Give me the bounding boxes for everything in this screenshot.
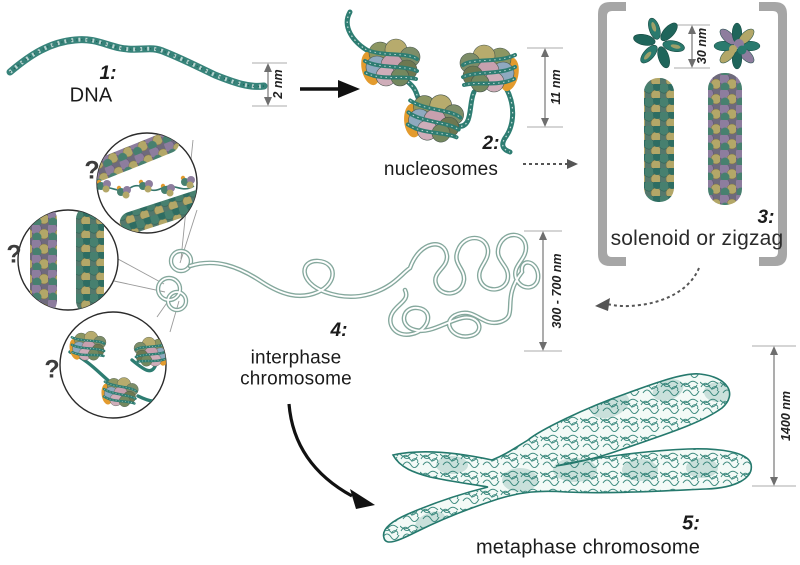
nucleosome (458, 43, 524, 95)
measure-11nm-label: 11 nm (549, 69, 563, 105)
dna-strand (6, 36, 268, 90)
nucleosome (356, 37, 422, 89)
stage-1-number: 1: (99, 63, 117, 84)
zigzag-top-view (713, 22, 761, 70)
callout-circle-nucleosomes (59, 311, 167, 419)
measure-30nm (674, 24, 710, 69)
stage-4-number: 4: (330, 320, 348, 341)
callout-circle-30nm-fibers (17, 209, 119, 311)
arrow-to-metaphase (287, 403, 375, 509)
zigzag-fiber (708, 73, 742, 205)
measure-11nm (527, 47, 563, 128)
measure-2nm-label: 2 nm (271, 69, 285, 99)
measure-300-700nm-label: 300 - 700 nm (550, 253, 564, 329)
stage-2-label: nucleosomes (383, 159, 499, 180)
solenoid-fiber (644, 78, 674, 202)
question-mark-2: ? (6, 240, 22, 269)
dashed-arrow-to-interphase (595, 267, 700, 311)
stage-1-label: DNA (69, 84, 113, 107)
measure-1400nm-label: 1400 nm (779, 390, 793, 442)
dashed-arrow-to-solenoid (523, 159, 578, 169)
measure-2nm (252, 62, 287, 107)
question-mark-1: ? (84, 156, 100, 185)
measure-1400nm (752, 345, 796, 487)
stage-2-number: 2: (482, 133, 500, 154)
measure-300-700nm (524, 230, 562, 352)
measure-30nm-label: 30 nm (695, 27, 709, 65)
stage-3-label: solenoid or zigzag (610, 227, 784, 250)
solenoid-zigzag-panel (598, 2, 787, 266)
question-mark-3: ? (44, 355, 60, 384)
arrow-dna-to-nucleosomes (300, 80, 360, 98)
nucleosomes-group (344, 9, 524, 155)
stage-5-number: 5: (682, 512, 700, 535)
nucleosome (396, 87, 469, 148)
stage-4-label: interphase chromosome (240, 347, 352, 390)
solenoid-top-view (627, 12, 691, 74)
stage-3-number: 3: (757, 207, 775, 228)
callout-circle-fiber-transition (96, 132, 198, 234)
stage-5-label: metaphase chromosome (475, 536, 701, 559)
interphase-chromosome (155, 235, 538, 337)
scale-measurements (252, 24, 796, 487)
